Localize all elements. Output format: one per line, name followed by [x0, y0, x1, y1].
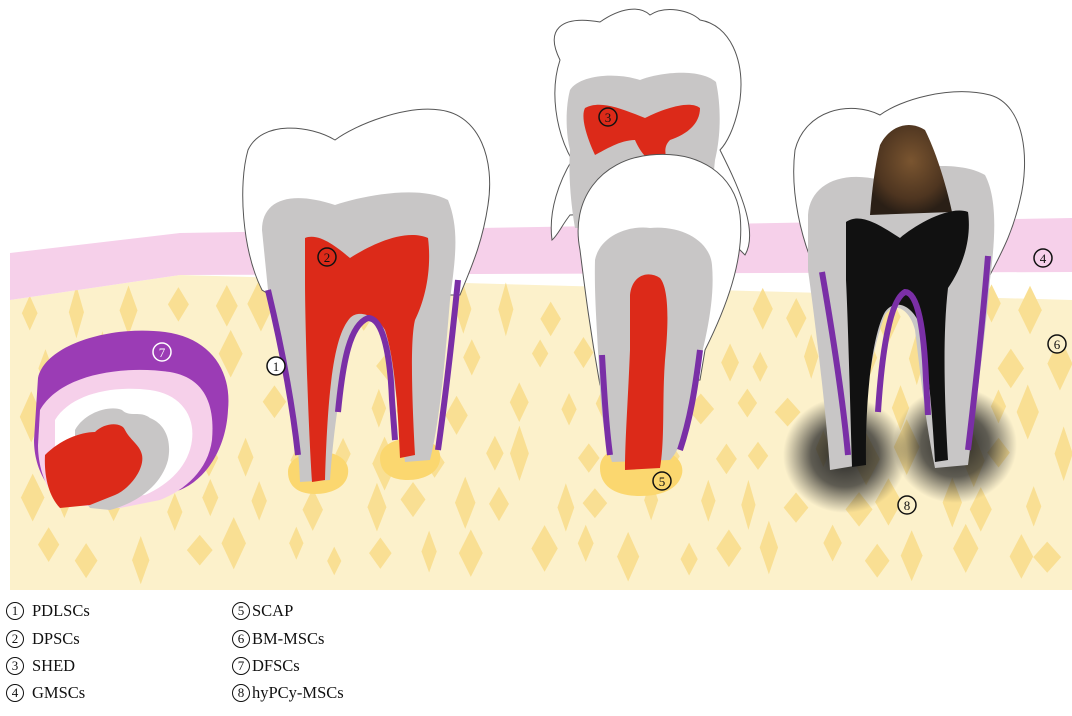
svg-text:3: 3 [605, 110, 612, 125]
legend-item-dfscs: 7 DFSCs [232, 653, 300, 679]
svg-text:4: 4 [1040, 251, 1047, 266]
legend-label: PDLSCs [32, 601, 90, 621]
marker-8: 8 [898, 496, 916, 514]
legend-item-pdlscs: 1 PDLSCs [6, 598, 90, 624]
marker-7: 7 [153, 343, 171, 361]
legend-item-gmscs: 4 GMSCs [6, 680, 85, 706]
legend-number: 5 [232, 602, 250, 620]
svg-text:6: 6 [1054, 337, 1061, 352]
svg-text:7: 7 [159, 345, 166, 360]
legend-label: SHED [32, 656, 75, 676]
svg-text:8: 8 [904, 498, 911, 513]
marker-3: 3 [599, 108, 617, 126]
legend-item-bm-mscs: 6 BM-MSCs [232, 626, 324, 652]
legend-number: 4 [6, 684, 24, 702]
legend-label: DPSCs [32, 629, 80, 649]
legend: 1 PDLSCs 2 DPSCs 3 SHED 4 GMSCs 5 SCAP 6… [6, 596, 526, 714]
legend-label: hyPCy-MSCs [252, 683, 344, 703]
marker-1: 1 [267, 357, 285, 375]
legend-number: 8 [232, 684, 250, 702]
developing-tooth-pulp [625, 274, 667, 470]
legend-label: BM-MSCs [252, 629, 324, 649]
legend-number: 2 [6, 630, 24, 648]
marker-6: 6 [1048, 335, 1066, 353]
legend-number: 7 [232, 657, 250, 675]
marker-4: 4 [1034, 249, 1052, 267]
legend-item-shed: 3 SHED [6, 653, 75, 679]
legend-label: SCAP [252, 601, 293, 621]
legend-number: 1 [6, 602, 24, 620]
legend-number: 6 [232, 630, 250, 648]
legend-item-dpscs: 2 DPSCs [6, 626, 80, 652]
svg-text:2: 2 [324, 250, 331, 265]
svg-text:5: 5 [659, 474, 666, 489]
dental-stem-cell-diagram: 1 2 3 4 5 6 7 8 [0, 0, 1072, 600]
legend-item-hypcy-mscs: 8 hyPCy-MSCs [232, 680, 344, 706]
marker-2: 2 [318, 248, 336, 266]
legend-number: 3 [6, 657, 24, 675]
legend-item-scap: 5 SCAP [232, 598, 293, 624]
legend-label: DFSCs [252, 656, 300, 676]
marker-5: 5 [653, 472, 671, 490]
svg-text:1: 1 [273, 359, 280, 374]
legend-label: GMSCs [32, 683, 85, 703]
